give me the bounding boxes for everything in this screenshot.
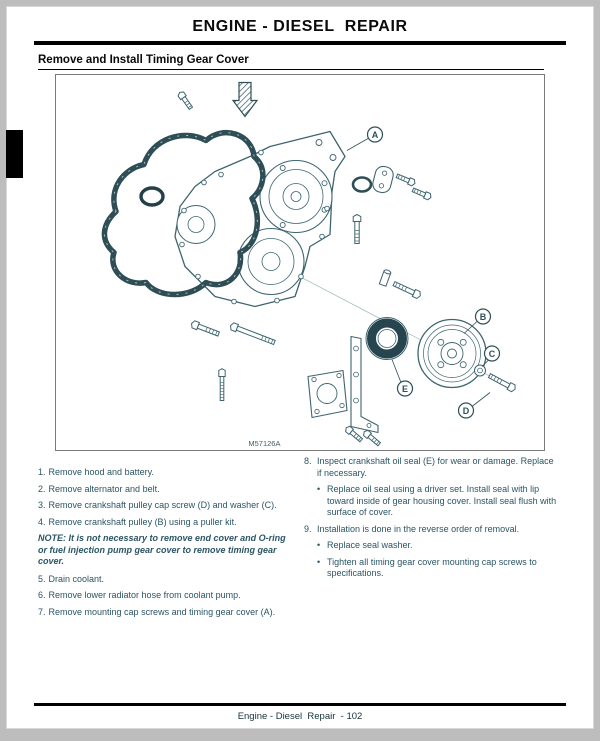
- instructions-left-column: 1.Remove hood and battery. 2.Remove alte…: [38, 456, 294, 623]
- step-1-text: Remove hood and battery.: [48, 467, 154, 477]
- step-9-bullet-1-text: Replace seal washer.: [327, 540, 413, 550]
- support-bracket: [350, 335, 379, 434]
- step-5: 5.Drain coolant.: [38, 574, 294, 586]
- step-6-text: Remove lower radiator hose from coolant …: [48, 590, 241, 600]
- step-5-text: Drain coolant.: [48, 573, 105, 584]
- crankshaft-pulley: [417, 318, 487, 389]
- section-title: Remove and Install Timing Gear Cover: [38, 54, 249, 66]
- step-9-number: 9.: [304, 523, 312, 534]
- callout-a-label: A: [372, 130, 379, 140]
- page-edge-tab: [6, 130, 23, 178]
- end-cover-o-ring: [351, 176, 373, 193]
- bullet-marker: •: [317, 484, 321, 494]
- step-4-number: 4.: [38, 516, 46, 527]
- pulley-cap-screw: [487, 371, 518, 394]
- timing-gear-cover-exploded-diagram: A B C D: [101, 81, 518, 448]
- step-4: 4.Remove crankshaft pulley (B) using a p…: [38, 517, 294, 529]
- step-3: 3.Remove crankshaft pulley cap screw (D)…: [38, 500, 294, 512]
- callout-e-label: E: [402, 384, 408, 394]
- step-7-number: 7.: [38, 606, 46, 617]
- step-3-text: Remove crankshaft pulley cap screw (D) a…: [48, 500, 277, 510]
- figure-caption: M57126A: [248, 439, 281, 448]
- step-1-number: 1.: [38, 467, 46, 477]
- step-1: 1.Remove hood and battery.: [38, 467, 294, 479]
- footer-rule: [34, 703, 566, 706]
- figure: A B C D: [55, 74, 545, 451]
- step-2-text: Remove alternator and belt.: [48, 483, 160, 494]
- callout-b-label: B: [480, 312, 487, 322]
- note: NOTE: It is not necessary to remove end …: [38, 533, 286, 566]
- step-2: 2.Remove alternator and belt.: [38, 484, 294, 496]
- step-7-text: Remove mounting cap screws and timing ge…: [48, 606, 276, 617]
- gasket: [101, 129, 266, 298]
- mounting-plate: [307, 369, 348, 419]
- step-8: 8. Inspect crankshaft oil seal (E) for w…: [304, 456, 560, 479]
- step-4-text: Remove crankshaft pulley (B) using a pul…: [48, 516, 237, 527]
- step-5-number: 5.: [38, 573, 46, 584]
- callout-a: A: [346, 126, 384, 151]
- callout-d-label: D: [463, 406, 470, 416]
- footer-page-label: Engine - Diesel Repair - 102: [237, 711, 363, 722]
- step-8-number: 8.: [304, 456, 312, 466]
- step-3-number: 3.: [38, 500, 46, 510]
- step-8-bullet-1: • Replace oil seal using a driver set. I…: [317, 484, 560, 519]
- step-6: 6.Remove lower radiator hose from coolan…: [38, 590, 294, 602]
- step-9-bullet-2: • Tighten all timing gear cover mounting…: [317, 557, 560, 580]
- step-6-number: 6.: [38, 590, 46, 600]
- callout-d: D: [457, 392, 491, 419]
- bullet-marker: •: [317, 540, 321, 550]
- page-footer: Engine - Diesel Repair - 102: [34, 703, 566, 722]
- page-title: ENGINE - DIESEL REPAIR: [192, 18, 408, 35]
- step-9-bullet-2-text: Tighten all timing gear cover mounting c…: [327, 556, 537, 579]
- step-9-bullet-1: • Replace seal washer.: [317, 540, 560, 552]
- instructions: 1.Remove hood and battery. 2.Remove alte…: [6, 451, 594, 623]
- step-7: 7.Remove mounting cap screws and timing …: [38, 607, 294, 619]
- callout-c: C: [481, 345, 501, 367]
- spacer: [378, 269, 392, 287]
- step-2-number: 2.: [38, 483, 46, 494]
- bullet-marker: •: [317, 556, 321, 567]
- pulley-washer: [474, 364, 486, 377]
- step-8-text: Inspect crankshaft oil seal (E) for wear…: [317, 456, 554, 478]
- end-cover: [351, 165, 394, 194]
- callout-c-label: C: [489, 349, 496, 359]
- instructions-right-column: 8. Inspect crankshaft oil seal (E) for w…: [304, 456, 560, 623]
- header-rule: [34, 41, 566, 45]
- step-9-text: Installation is done in the reverse orde…: [317, 523, 520, 534]
- step-8-bullet-1-text: Replace oil seal using a driver set. Ins…: [327, 484, 557, 517]
- section-rule: [38, 69, 544, 70]
- pull-direction-arrow-icon: [231, 81, 259, 118]
- o-ring: [139, 186, 165, 207]
- crankshaft-oil-seal: [365, 317, 409, 360]
- callout-e: E: [391, 359, 414, 397]
- manual-page: ENGINE - DIESEL REPAIR Remove and Instal…: [6, 6, 594, 729]
- step-9: 9. Installation is done in the reverse o…: [304, 524, 560, 536]
- callout-b: B: [463, 308, 492, 334]
